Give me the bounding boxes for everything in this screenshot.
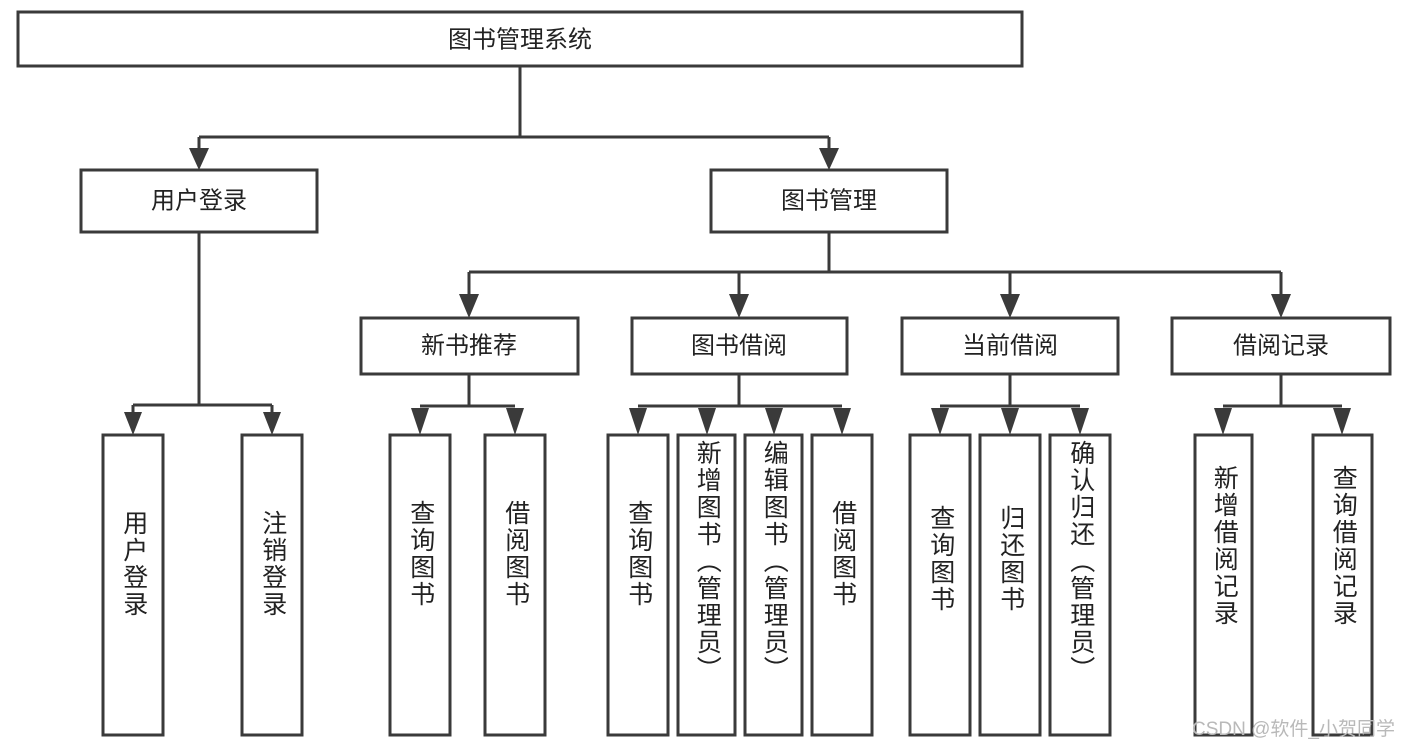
arrow-head-icon-cb-2	[1001, 408, 1019, 435]
arrow-head-icon-nbr-2	[506, 408, 524, 435]
node-new-book-recommend[interactable]: 新书推荐	[359, 316, 580, 376]
node-box-borrow-record[interactable]	[1170, 316, 1392, 376]
node-box-new-book-recommend[interactable]	[359, 316, 580, 376]
arrow-head-icon-bb-3	[765, 408, 783, 435]
node-box-leaf-add-book-admin[interactable]	[676, 433, 737, 737]
arrow-head-icon-bb-1	[629, 408, 647, 435]
arrow-head-icon-cb-3	[1071, 408, 1089, 435]
arrow-head-icon-cb-1	[931, 408, 949, 435]
node-book-manage[interactable]: 图书管理	[709, 168, 949, 234]
connector-group-book-manage	[459, 232, 1291, 318]
node-box-leaf-user-login[interactable]	[101, 433, 165, 737]
node-root[interactable]: 图书管理系统	[16, 10, 1024, 68]
arrow-head-icon-ul-2	[263, 412, 281, 435]
node-box-leaf-query-book-current[interactable]	[908, 433, 972, 737]
node-label-book-borrow: 图书借阅	[691, 332, 787, 359]
arrow-head-icon-bb-2	[698, 408, 716, 435]
node-box-leaf-query-book-rec[interactable]	[388, 433, 452, 737]
node-label-user-login: 用户登录	[151, 187, 247, 214]
node-box-leaf-borrow-book[interactable]	[810, 433, 874, 737]
connector-group-new-book-recommend	[411, 374, 524, 435]
arrow-head-icon-root-left	[189, 148, 209, 170]
arrow-head-icon-bm-2	[729, 294, 749, 318]
arrow-head-icon-bm-3	[1000, 294, 1020, 318]
node-borrow-record[interactable]: 借阅记录	[1170, 316, 1392, 376]
node-book-borrow[interactable]: 图书借阅	[630, 316, 849, 376]
node-label-book-manage: 图书管理	[781, 187, 877, 214]
arrow-head-icon-bb-4	[833, 408, 851, 435]
csdn-watermark: CSDN @软件_小贺同学	[1192, 719, 1395, 740]
node-current-borrow[interactable]: 当前借阅	[900, 316, 1120, 376]
node-box-leaf-query-book-borrow[interactable]	[606, 433, 670, 737]
node-box-leaf-query-borrow-record[interactable]	[1311, 433, 1374, 737]
arrow-head-icon-nbr-1	[411, 408, 429, 435]
node-box-leaf-logout[interactable]	[240, 433, 304, 737]
node-label-new-book-recommend: 新书推荐	[421, 332, 517, 359]
node-box-leaf-edit-book-admin[interactable]	[743, 433, 804, 737]
node-box-root[interactable]	[16, 10, 1024, 68]
node-label-borrow-record: 借阅记录	[1233, 332, 1329, 359]
node-box-leaf-borrow-book-rec[interactable]	[483, 433, 547, 737]
connector-group-book-borrow	[629, 374, 851, 435]
node-box-leaf-confirm-return-admin[interactable]	[1048, 433, 1112, 737]
node-box-leaf-return-book[interactable]	[978, 433, 1042, 737]
node-box-book-manage[interactable]	[709, 168, 949, 234]
connector-group-root	[189, 66, 839, 170]
arrow-head-icon-br-2	[1333, 408, 1351, 435]
arrow-head-icon-bm-4	[1271, 294, 1291, 318]
node-user-login[interactable]: 用户登录	[79, 168, 319, 234]
node-box-user-login[interactable]	[79, 168, 319, 234]
connector-group-borrow-record	[1214, 374, 1351, 435]
arrow-head-icon-br-1	[1214, 408, 1232, 435]
connector-group-user-login	[124, 232, 281, 435]
arrow-head-icon-ul-1	[124, 412, 142, 435]
node-box-current-borrow[interactable]	[900, 316, 1120, 376]
connector-group-current-borrow	[931, 374, 1089, 435]
node-label-current-borrow: 当前借阅	[962, 332, 1058, 359]
node-label-root: 图书管理系统	[448, 26, 592, 53]
arrow-head-icon-bm-1	[459, 294, 479, 318]
node-box-leaf-add-borrow-record[interactable]	[1193, 433, 1254, 737]
node-box-book-borrow[interactable]	[630, 316, 849, 376]
arrow-head-icon-root-right	[819, 148, 839, 170]
